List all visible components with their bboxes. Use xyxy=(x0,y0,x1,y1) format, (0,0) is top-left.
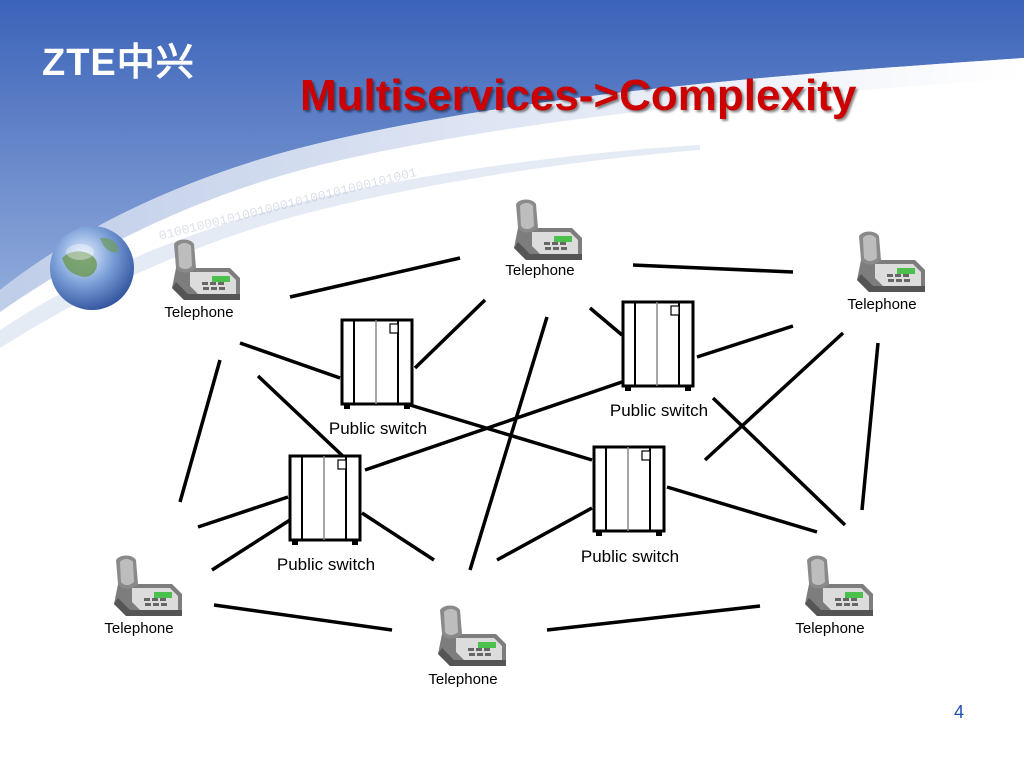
telephone-icon xyxy=(805,555,873,616)
switch-cabinet-icon xyxy=(592,445,666,538)
public-switch-label: Public switch xyxy=(581,547,679,566)
telephone-bottom-center: Telephone xyxy=(428,605,506,688)
telephone-icon xyxy=(172,239,240,300)
public-switch-label: Public switch xyxy=(277,555,375,574)
telephone-icon xyxy=(857,231,925,292)
public-switch-label: Public switch xyxy=(610,401,708,420)
slide-title: Multiservices->Complexity xyxy=(300,71,857,120)
globe-icon xyxy=(50,226,134,310)
switch-cabinet-icon xyxy=(621,300,695,393)
telephone-top: Telephone xyxy=(505,199,582,279)
public-switch-lower-right: Public switch xyxy=(581,445,679,566)
telephone-bottom-right: Telephone xyxy=(795,555,873,637)
public-switch-upper-left: Public switch xyxy=(329,318,427,438)
connection-lines xyxy=(178,256,880,632)
telephone-label: Telephone xyxy=(164,304,233,321)
switch-cabinet-icon xyxy=(288,454,362,547)
telephone-label: Telephone xyxy=(847,296,916,313)
telephone-icon xyxy=(114,555,182,616)
telephone-label: Telephone xyxy=(104,620,173,637)
zte-logo: ZTE中兴 xyxy=(42,42,195,84)
switch-cabinet-icon xyxy=(340,318,414,411)
telephone-label: Telephone xyxy=(505,262,574,279)
public-switch-label: Public switch xyxy=(329,419,427,438)
telephone-top-right: Telephone xyxy=(847,231,925,313)
telephone-label: Telephone xyxy=(428,671,497,688)
telephone-icon xyxy=(438,605,506,666)
telephone-label: Telephone xyxy=(795,620,864,637)
public-switch-upper-right: Public switch xyxy=(610,300,708,420)
telephone-icon xyxy=(514,199,582,260)
page-number: 4 xyxy=(953,702,964,722)
telephone-top-left: Telephone xyxy=(164,239,240,321)
public-switch-lower-left: Public switch xyxy=(277,454,375,574)
telephone-bottom-left: Telephone xyxy=(104,555,182,637)
